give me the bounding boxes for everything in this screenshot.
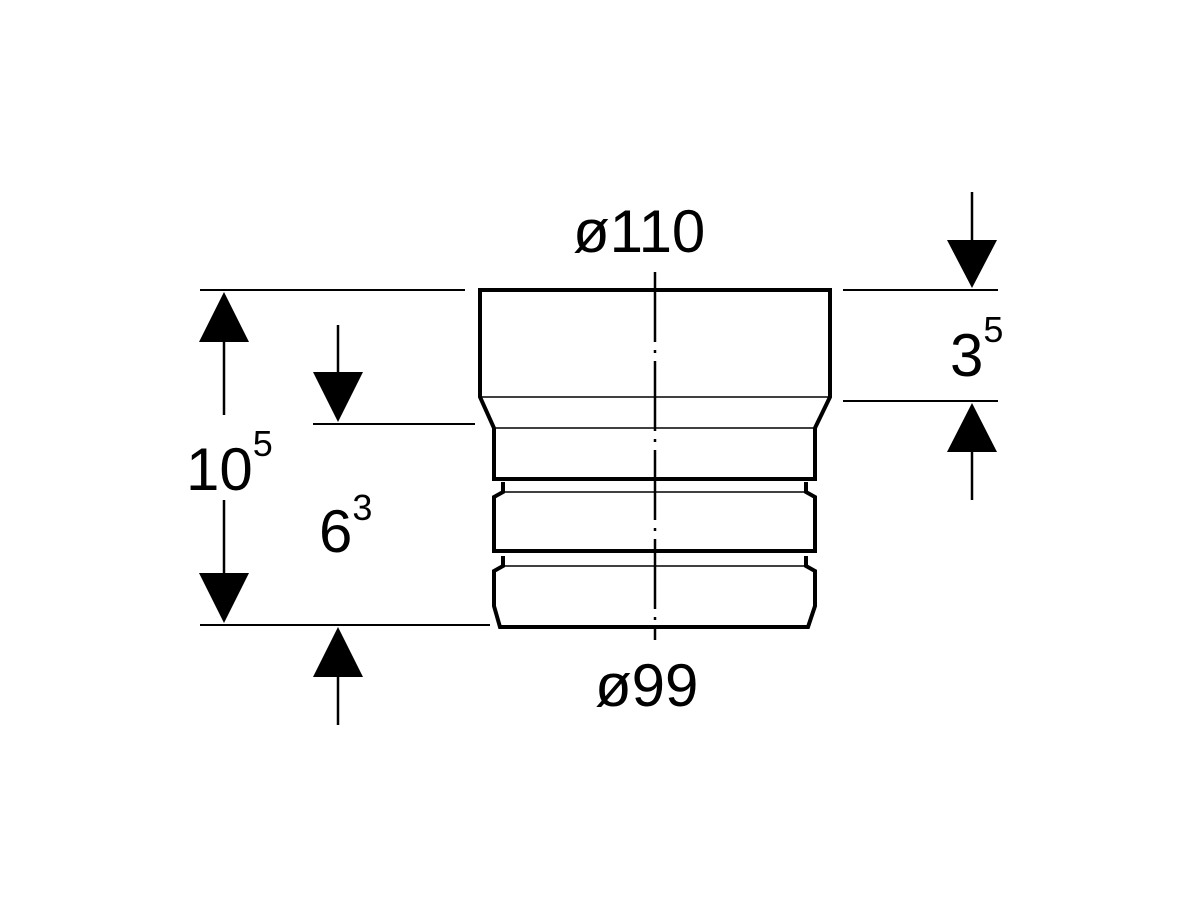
arrow-up-icon bbox=[313, 627, 363, 677]
socket-depth-dimension bbox=[947, 192, 997, 500]
bottom-diameter-label: ø99 bbox=[595, 652, 698, 719]
top-diameter-label: ø110 bbox=[573, 198, 705, 265]
arrow-up-icon bbox=[199, 292, 249, 342]
arrow-down-icon bbox=[947, 240, 997, 288]
socket-depth-label: 35 bbox=[950, 309, 1003, 389]
insertion-depth-dimension bbox=[313, 325, 363, 725]
arrow-down-icon bbox=[199, 573, 249, 623]
socket-body bbox=[478, 288, 832, 481]
arrow-up-icon bbox=[947, 403, 997, 452]
total-height-label: 105 bbox=[186, 423, 273, 503]
insertion-depth-label: 63 bbox=[319, 487, 372, 565]
sealing-ring-bottom bbox=[492, 556, 817, 629]
extension-lines bbox=[200, 289, 998, 626]
total-height-dimension bbox=[199, 292, 249, 623]
arrow-down-icon bbox=[313, 372, 363, 422]
